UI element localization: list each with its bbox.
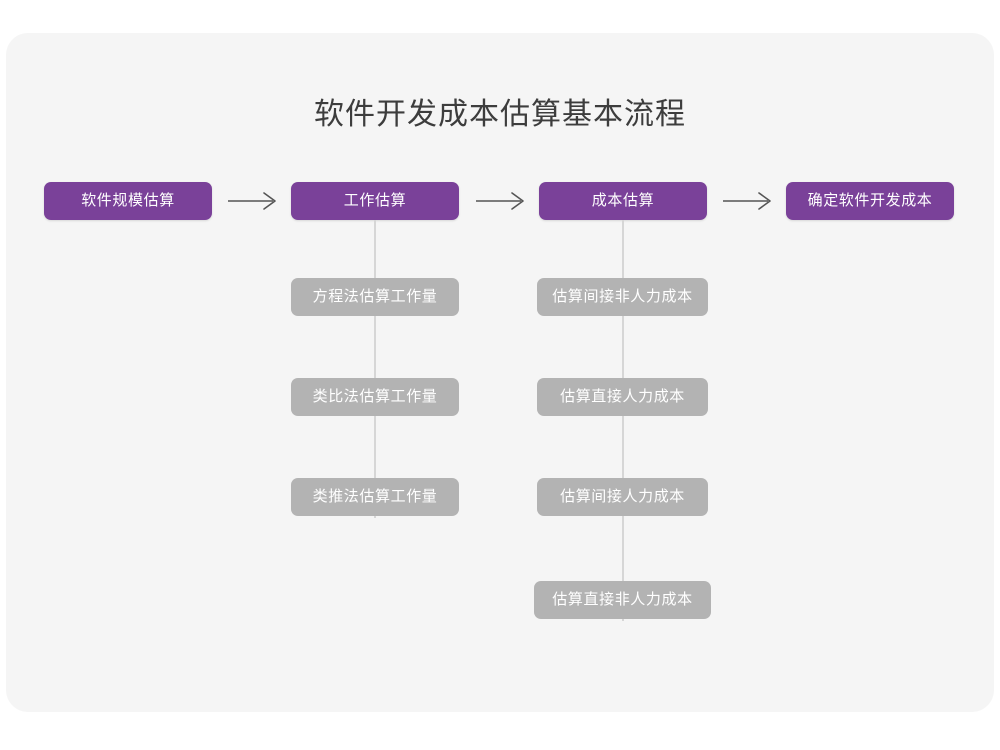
flow-node-cost-estimation[interactable]: 成本估算 xyxy=(539,182,707,220)
branch-node-indirect-labor-cost[interactable]: 估算间接人力成本 xyxy=(537,478,708,516)
flow-node-work-estimation[interactable]: 工作估算 xyxy=(291,182,459,220)
flow-node-final-cost[interactable]: 确定软件开发成本 xyxy=(786,182,954,220)
branch-node-analogy-method[interactable]: 类比法估算工作量 xyxy=(291,378,459,416)
page-title: 软件开发成本估算基本流程 xyxy=(314,98,686,131)
diagram-card-background xyxy=(6,33,994,712)
arrow-right-icon-3 xyxy=(723,190,775,212)
flow-node-software-size-estimation[interactable]: 软件规模估算 xyxy=(44,182,212,220)
arrow-right-icon-2 xyxy=(476,190,528,212)
branch-node-direct-labor-cost[interactable]: 估算直接人力成本 xyxy=(537,378,708,416)
branch-node-inference-method[interactable]: 类推法估算工作量 xyxy=(291,478,459,516)
connector-work-estimation-branch xyxy=(374,220,376,518)
branch-node-equation-method[interactable]: 方程法估算工作量 xyxy=(291,278,459,316)
branch-node-indirect-nonlabor-cost[interactable]: 估算间接非人力成本 xyxy=(537,278,708,316)
arrow-right-icon-1 xyxy=(228,190,280,212)
connector-cost-estimation-branch xyxy=(622,220,624,621)
branch-node-direct-nonlabor-cost[interactable]: 估算直接非人力成本 xyxy=(534,581,711,619)
